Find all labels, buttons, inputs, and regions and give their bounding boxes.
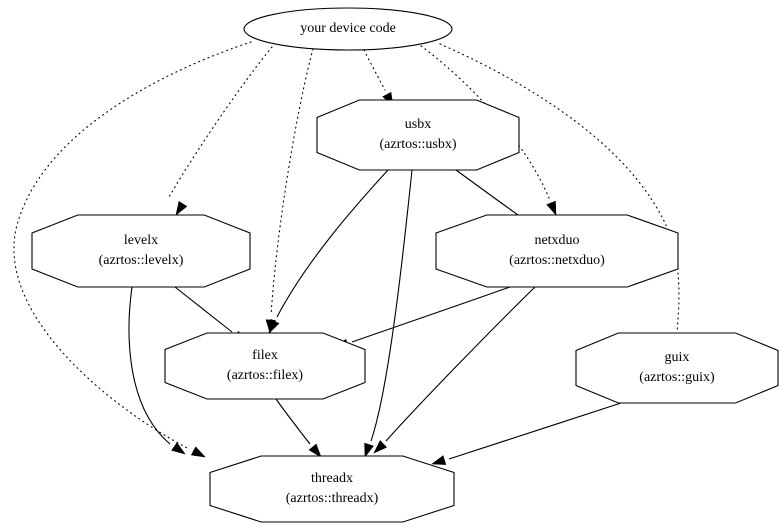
edge-line — [168, 46, 273, 198]
node-usbx-label-primary: usbx — [405, 117, 431, 132]
node-filex-label-primary: filex — [252, 348, 278, 363]
edge-netxduo-to-filex — [334, 286, 511, 349]
edge-line — [370, 169, 413, 442]
node-netxduo-label-namespace: (azrtos::netxduo) — [509, 253, 605, 268]
edge-filex-to-threadx — [275, 398, 322, 458]
node-threadx-label-primary: threadx — [311, 471, 353, 486]
node-threadx-label-namespace: (azrtos::threadx) — [286, 491, 379, 506]
node-levelx-label-namespace: (azrtos::levelx) — [99, 253, 184, 268]
node-filex-shape[interactable] — [164, 332, 366, 400]
edge-line — [351, 286, 511, 343]
edge-line — [276, 169, 389, 318]
node-netxduo-label-primary: netxduo — [534, 233, 579, 248]
edge-device-to-guix — [439, 43, 682, 351]
node-levelx[interactable]: levelx(azrtos::levelx) — [31, 214, 251, 288]
edge-line — [174, 286, 233, 333]
edge-line — [275, 398, 311, 445]
node-filex-label-namespace: (azrtos::filex) — [227, 368, 304, 383]
edge-device-to-filex — [265, 48, 314, 334]
node-guix-label-namespace: (azrtos::guix) — [639, 370, 715, 385]
arrow-head-icon — [431, 455, 447, 465]
edge-netxduo-to-threadx — [373, 286, 536, 454]
edge-line — [13, 41, 252, 450]
node-netxduo-shape[interactable] — [435, 214, 679, 288]
node-netxduo[interactable]: netxduo(azrtos::netxduo) — [435, 214, 679, 288]
node-device[interactable]: your device code — [243, 7, 453, 51]
node-guix-shape[interactable] — [575, 332, 779, 404]
edge-levelx-to-threadx — [128, 286, 186, 455]
edge-device-to-threadx — [13, 41, 252, 458]
arrow-head-icon — [364, 442, 374, 458]
node-filex[interactable]: filex(azrtos::filex) — [164, 332, 366, 400]
node-usbx-label-namespace: (azrtos::usbx) — [380, 137, 457, 152]
edge-line — [439, 43, 680, 333]
edge-device-to-usbx — [363, 49, 394, 107]
edge-usbx-to-threadx — [364, 169, 413, 458]
arrow-head-icon — [546, 200, 557, 216]
arrow-head-icon — [190, 446, 206, 458]
arrow-head-icon — [268, 318, 280, 334]
edge-line — [363, 49, 386, 91]
node-device-shape[interactable] — [243, 7, 453, 51]
edge-line — [455, 169, 522, 218]
arrow-head-icon — [308, 443, 322, 458]
node-guix-label-primary: guix — [665, 350, 690, 365]
edge-line — [128, 286, 171, 445]
arrow-head-icon — [175, 201, 188, 216]
node-levelx-label-primary: levelx — [124, 233, 158, 248]
node-threadx[interactable]: threadx(azrtos::threadx) — [209, 455, 455, 523]
node-threadx-shape[interactable] — [209, 455, 455, 523]
edge-guix-to-threadx — [431, 402, 622, 465]
node-device-label-primary: your device code — [300, 21, 396, 36]
edge-device-to-levelx — [168, 46, 273, 216]
node-guix[interactable]: guix(azrtos::guix) — [575, 332, 779, 404]
edge-line — [385, 286, 536, 442]
edge-usbx-to-filex — [268, 169, 389, 334]
edge-device-to-netxduo — [420, 45, 557, 216]
arrow-head-icon — [373, 440, 388, 454]
node-usbx[interactable]: usbx(azrtos::usbx) — [316, 99, 520, 171]
node-levelx-shape[interactable] — [31, 214, 251, 288]
node-layer: your device codeusbx(azrtos::usbx)levelx… — [31, 7, 779, 523]
edge-line — [270, 48, 314, 316]
node-usbx-shape[interactable] — [316, 99, 520, 171]
edge-line — [448, 402, 622, 460]
arrow-head-icon — [171, 442, 186, 455]
